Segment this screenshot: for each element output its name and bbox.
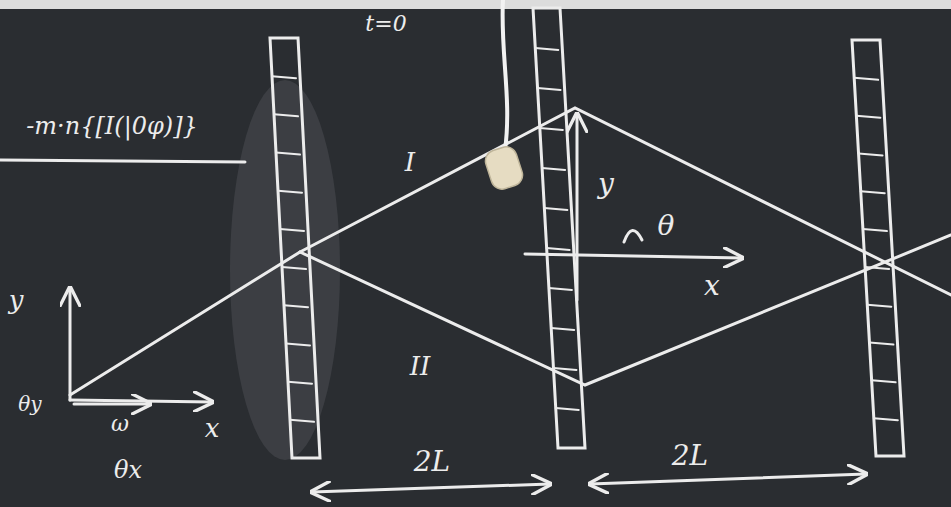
grating-tick (854, 78, 878, 80)
angle-arc (624, 230, 642, 242)
grating-tick (540, 128, 563, 130)
gratings (270, 8, 904, 458)
grating-tick (859, 153, 883, 155)
grating-tick (542, 168, 565, 170)
grating-tick (280, 229, 304, 231)
grating-tick (278, 191, 302, 193)
axis-arrow (576, 114, 579, 300)
formula: -m·n{[I(|0φ)]} (26, 114, 198, 138)
dimension-arrow (312, 484, 550, 492)
axis-label: x (205, 415, 220, 441)
axis-arrow (70, 400, 212, 402)
grating-tick (547, 248, 570, 250)
grating-tick (856, 116, 880, 118)
grating-tick (284, 305, 308, 307)
grating-tick (272, 76, 296, 78)
grating-tick (556, 408, 579, 410)
grating (270, 38, 320, 458)
grating-tick (535, 48, 558, 50)
grating-tick (286, 343, 310, 345)
board-top-edge (0, 0, 951, 9)
grating-tick (288, 382, 312, 384)
chalk-underline (0, 160, 245, 162)
vector-label: ω (111, 413, 129, 435)
microphone-cord (503, 0, 508, 150)
grating-tick (549, 288, 572, 290)
grating-tick (867, 305, 891, 307)
axis-label: x (704, 272, 720, 300)
axis-label: y (9, 287, 24, 313)
axis-arrow (69, 288, 72, 400)
grating-tick (290, 420, 314, 422)
eraser-smudge (230, 80, 340, 460)
grating-tick (863, 229, 887, 231)
grating-tick (861, 191, 885, 193)
ray-path (300, 108, 951, 295)
grating-tick (874, 418, 898, 420)
grating-tick (276, 153, 300, 155)
grating-tick (551, 328, 574, 330)
grating-tick (869, 343, 893, 345)
ray-path (300, 235, 951, 385)
incident-ray (70, 252, 300, 395)
vector-arrow (74, 403, 150, 406)
grating-tick (538, 88, 561, 90)
dimension-label: 2L (672, 442, 708, 470)
grating-tick (553, 368, 576, 370)
time-label: t=0 (365, 13, 406, 35)
dimension-arrow (590, 474, 866, 484)
angle-label: θy (18, 394, 41, 414)
dimension-label: 2L (414, 448, 450, 476)
microphone (483, 144, 526, 192)
grating-tick (872, 380, 896, 382)
axis-label: y (598, 170, 614, 198)
angle-label: θ (658, 212, 675, 240)
grating-tick (274, 114, 298, 116)
grating-tick (282, 267, 306, 269)
angle-label: θx (114, 458, 142, 482)
axis-arrow (525, 254, 742, 258)
ray-label: I (405, 149, 415, 175)
ray-label: II (410, 353, 431, 379)
grating-tick (544, 208, 567, 210)
